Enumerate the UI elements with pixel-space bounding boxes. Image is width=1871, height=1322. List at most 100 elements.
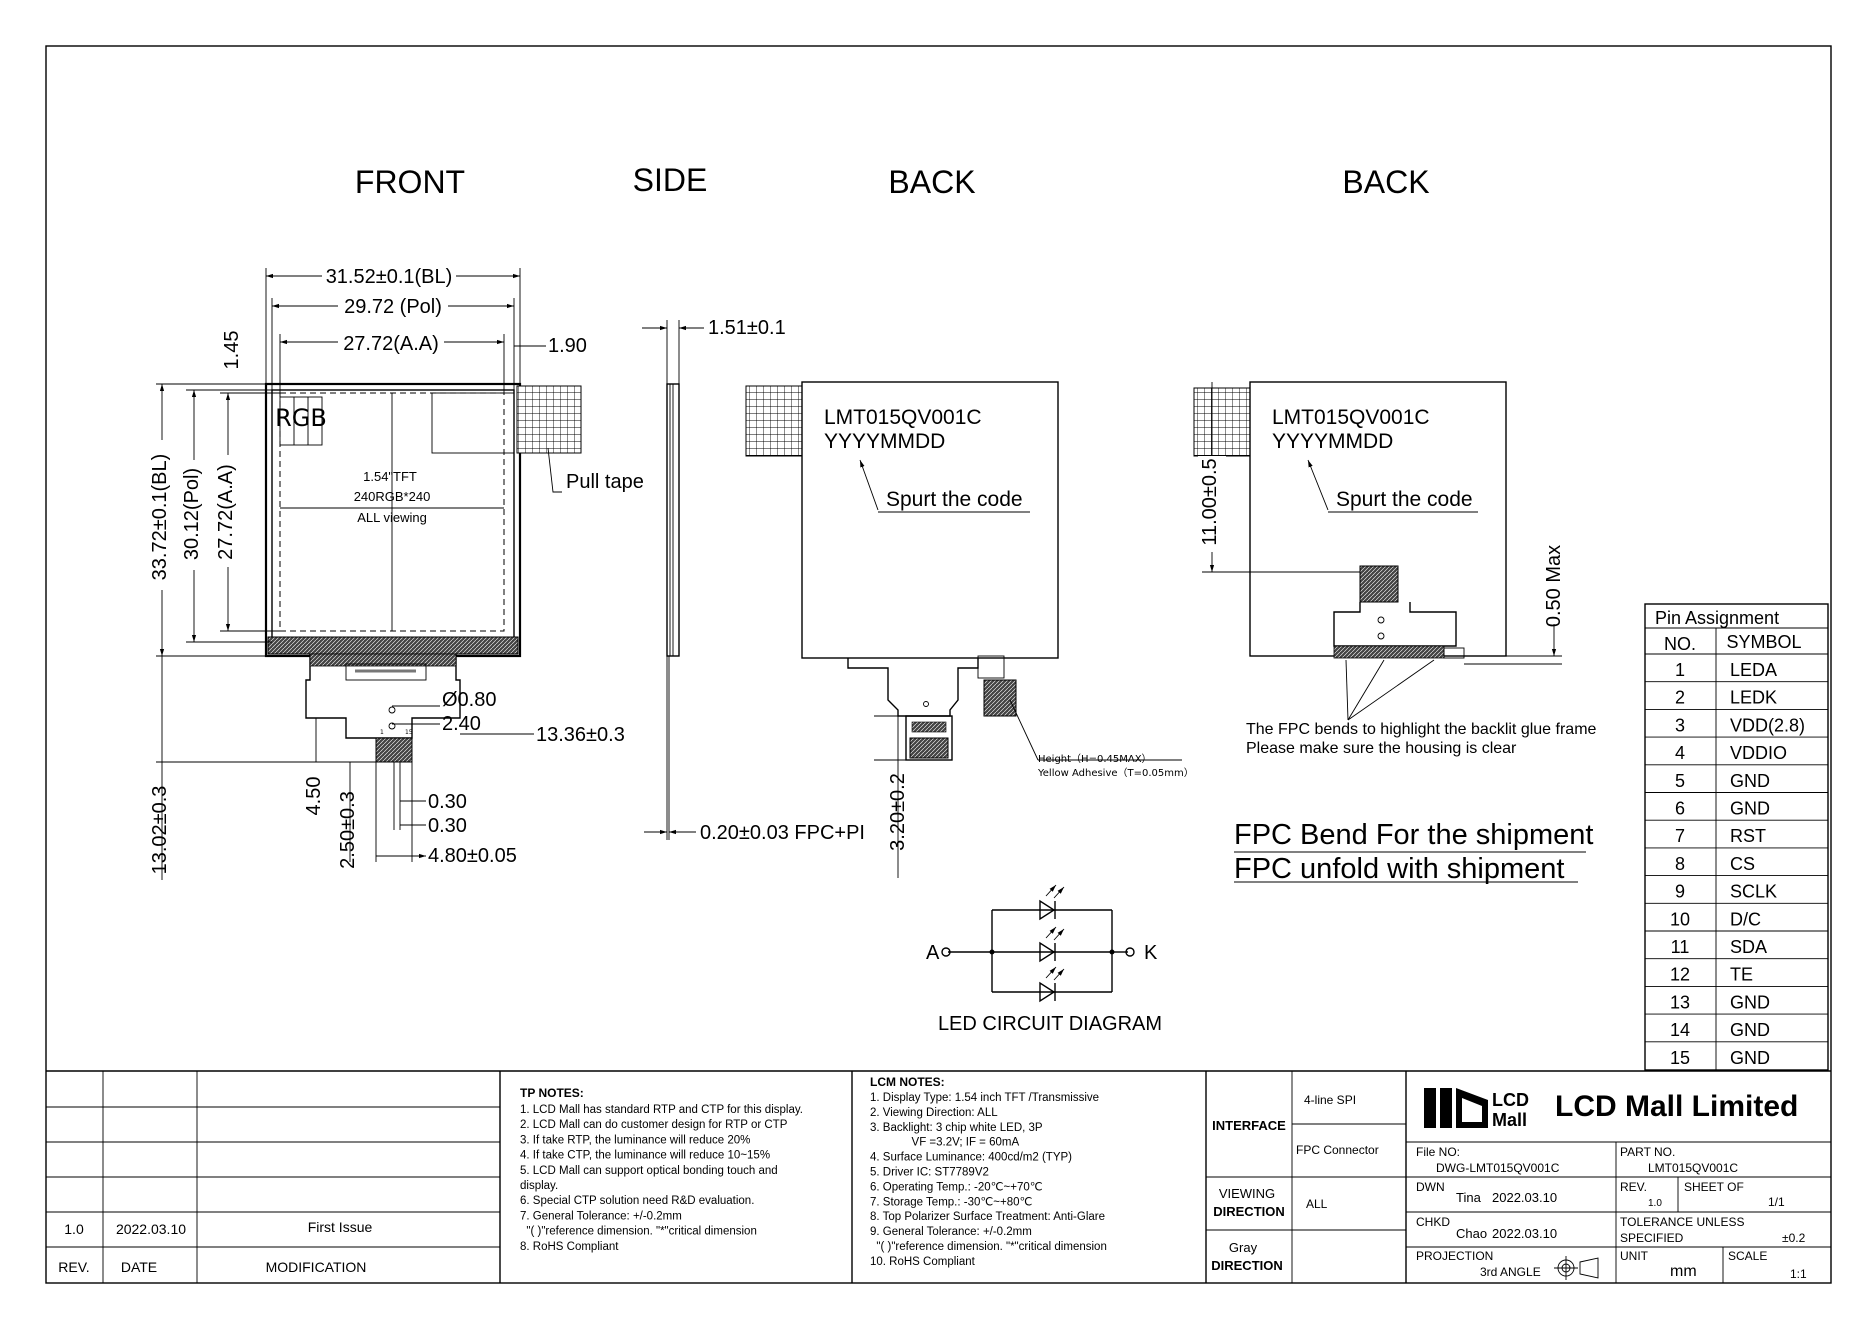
pin-symbol: VDD(2.8)	[1730, 715, 1805, 735]
dim-width-bl: 31.52±0.1(BL)	[326, 266, 453, 288]
spec-viewing-label-2: DIRECTION	[1213, 1204, 1285, 1219]
tp-note-line: 8. RoHS Compliant	[520, 1241, 619, 1253]
dim-fpc-250: 2.50±0.3	[337, 791, 359, 869]
tolerance-label-1: TOLERANCE UNLESS	[1620, 1215, 1744, 1229]
tp-note-line: display.	[520, 1180, 558, 1192]
rgb-box	[279, 396, 323, 446]
dwn-name: Tina	[1456, 1190, 1482, 1205]
front-bottom-frame	[267, 636, 519, 655]
dim-hole: Ø0.80	[442, 689, 496, 711]
side-view: 1.51±0.1 0.20±0.03 FPC+PI	[642, 317, 865, 844]
pin-col-symbol: SYMBOL	[1726, 632, 1801, 652]
lcm-note-line: 9. General Tolerance: +/-0.2mm	[870, 1226, 1032, 1238]
pin-number: 2	[1675, 688, 1685, 708]
fpc-hole-2	[388, 722, 396, 730]
dwn-label: DWN	[1416, 1180, 1445, 1194]
led-diode-3	[1039, 966, 1065, 1003]
pull-tape-tab	[516, 385, 582, 454]
projection-symbol-icon	[1554, 1256, 1599, 1280]
file-no-value: DWG-LMT015QV001C	[1436, 1161, 1560, 1175]
spec-viewing-value: ALL	[1306, 1197, 1328, 1211]
tp-note-line: "( )"reference dimension. "*"critical di…	[520, 1226, 757, 1238]
led-diode-1	[1039, 884, 1065, 921]
rev-block-value: 1.0	[1648, 1198, 1662, 1209]
lcm-note-line: 2. Viewing Direction: ALL	[870, 1107, 998, 1119]
lcm-note-line: 8. Top Polarizer Surface Treatment: Anti…	[870, 1211, 1105, 1223]
tp-notes-title: TP NOTES:	[520, 1086, 584, 1100]
pull-tape-label: Pull tape	[566, 471, 644, 493]
pin-col-no: NO.	[1664, 634, 1696, 654]
lcm-note-line: 3. Backlight: 3 chip white LED, 3P	[870, 1122, 1043, 1134]
dim-fpc-len: 13.36±0.3	[536, 724, 625, 746]
part-no-value: LMT015QV001C	[1648, 1161, 1738, 1175]
lcm-note-line: 7. Storage Temp.: -30℃~+80℃	[870, 1196, 1033, 1208]
projection-value: 3rd ANGLE	[1480, 1265, 1541, 1279]
led-anode-label: A	[926, 942, 940, 964]
dim-side-fpc-pi: 0.20±0.03 FPC+PI	[700, 822, 865, 844]
spec-interface-label: INTERFACE	[1212, 1118, 1286, 1133]
view-title-back-1: BACK	[888, 164, 975, 200]
dim-height-pol: 30.12(Pol)	[181, 468, 203, 560]
pin-symbol: LEDA	[1730, 660, 1777, 680]
pin-symbol: GND	[1730, 1048, 1770, 1068]
back1-pull-tape	[745, 385, 803, 457]
back2-spurt-label: Spurt the code	[1336, 488, 1473, 511]
rev-header-mod: MODIFICATION	[266, 1259, 367, 1275]
dim-total-fpc: 13.02±0.3	[149, 786, 171, 875]
chkd-label: CHKD	[1416, 1215, 1450, 1229]
pin-number: 12	[1670, 965, 1690, 985]
rgb-label: RGB	[275, 404, 327, 432]
pin-symbol: SDA	[1730, 937, 1767, 957]
lcm-note-line: 5. Driver IC: ST7789V2	[870, 1167, 989, 1179]
lcm-note-line: VF =3.2V; IF = 60mA	[870, 1137, 1019, 1149]
back2-fpc-contacts	[1359, 565, 1399, 603]
lcm-note-line: "( )"reference dimension. "*"critical di…	[870, 1241, 1107, 1253]
back1-fpc-stiffener	[983, 679, 1017, 717]
pin-symbol: GND	[1730, 799, 1770, 819]
spec-gray-label-1: Gray	[1229, 1240, 1258, 1255]
dim-offset-top: 1.45	[221, 331, 243, 370]
back1-fpc-contacts	[909, 737, 949, 759]
svg-text:15: 15	[405, 729, 413, 736]
back1-module-outline	[801, 381, 1059, 659]
tp-note-line: 2. LCD Mall can do customer design for R…	[520, 1119, 788, 1131]
pin-number: 11	[1671, 937, 1690, 957]
dim-width-pol: 29.72 (Pol)	[344, 296, 442, 318]
fpc-hole-1	[388, 706, 396, 714]
dim-fpc-450: 4.50	[303, 777, 325, 816]
back-view-2: LMT015QV001C YYYYMMDD Spurt the code 11.…	[1193, 381, 1597, 885]
pin-number: 8	[1675, 854, 1685, 874]
rev-date: 2022.03.10	[116, 1221, 186, 1237]
part-no-label: PART NO.	[1620, 1145, 1675, 1159]
pin-symbol: GND	[1730, 992, 1770, 1012]
tp-notes-lines: 1. LCD Mall has standard RTP and CTP for…	[520, 1104, 803, 1253]
led-circuit: A K LED CIRCUIT DIAGRAM	[926, 884, 1162, 1035]
pin-symbol: CS	[1730, 854, 1755, 874]
company-logo: LCD Mall	[1424, 1088, 1529, 1130]
dim-pitch-2: 0.30	[428, 815, 467, 837]
dim-back2-11: 11.00±0.5	[1199, 458, 1221, 545]
tolerance-value: ±0.2	[1782, 1231, 1806, 1245]
pin-symbol: GND	[1730, 771, 1770, 791]
projection-label: PROJECTION	[1416, 1249, 1493, 1263]
back1-part-label: LMT015QV001C	[824, 406, 982, 429]
lcm-note-line: 10. RoHS Compliant	[870, 1256, 976, 1268]
sheet-value: 1/1	[1768, 1195, 1785, 1209]
pin-number: 3	[1675, 715, 1685, 735]
file-no-label: File NO:	[1416, 1145, 1460, 1159]
tp-note-line: 6. Special CTP solution need R&D evaluat…	[520, 1195, 754, 1207]
tp-note-line: 7. General Tolerance: +/-0.2mm	[520, 1210, 682, 1222]
chkd-date: 2022.03.10	[1492, 1226, 1557, 1241]
screen-text-2: 240RGB*240	[354, 489, 431, 504]
svg-text:1: 1	[380, 729, 384, 736]
logo-text-lcd: LCD	[1492, 1090, 1529, 1110]
title-block: 1.0 2022.03.10 First Issue REV. DATE MOD…	[46, 1070, 1831, 1283]
rev-header-rev: REV.	[58, 1259, 89, 1275]
dim-width-aa: 27.72(A.A)	[343, 333, 439, 355]
lcm-notes-title: LCM NOTES:	[870, 1075, 945, 1089]
pull-tape-outline	[431, 392, 515, 454]
back2-date-label: YYYYMMDD	[1272, 430, 1393, 453]
front-view: RGB 1.54"TFT 240RGB*240 ALL viewing Pull…	[146, 262, 644, 880]
